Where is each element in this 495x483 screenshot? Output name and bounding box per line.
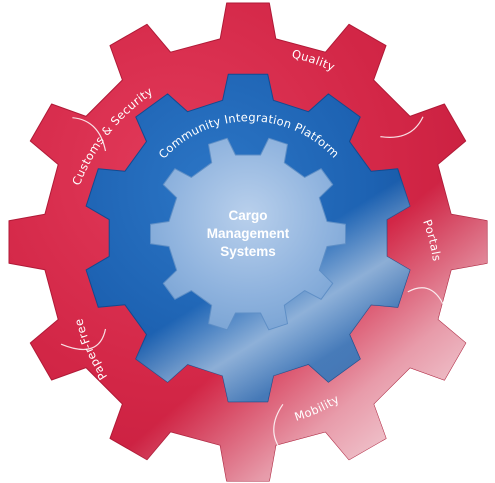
core-label-line-2: Management <box>207 226 290 241</box>
segment-divider <box>273 403 284 452</box>
core-gear <box>150 137 346 331</box>
segment-divider <box>60 328 107 351</box>
segment-divider <box>72 117 107 152</box>
core-label-line-1: Cargo <box>228 208 267 223</box>
outer-ring-dividers <box>60 116 449 452</box>
segment-divider <box>380 116 424 138</box>
core-label-line-3: Systems <box>220 244 276 259</box>
segment-divider <box>407 287 449 317</box>
